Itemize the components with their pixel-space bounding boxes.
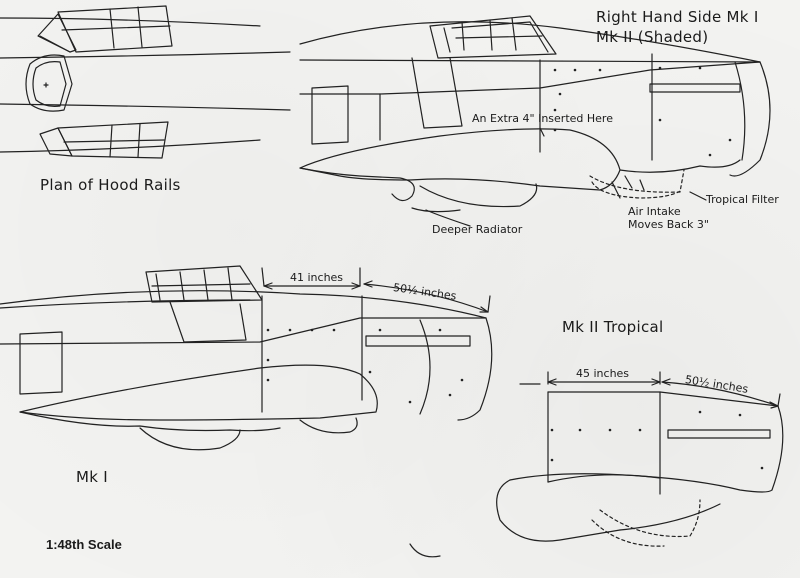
trop-label: Mk II Tropical [562, 318, 664, 336]
plan-hood-lower [39, 121, 169, 159]
plan-windscreen [25, 54, 73, 112]
annotation-radiator: Deeper Radiator [432, 223, 523, 236]
annotation-filter: Tropical Filter [706, 193, 779, 206]
mk1-dim-a: 41 inches [290, 271, 344, 284]
plan-hood-upper [37, 5, 173, 53]
trop-dim-a: 45 inches [576, 367, 630, 380]
dimension-lines [261, 267, 781, 409]
mk1-label: Mk I [76, 468, 109, 486]
annotation-intake-1: Air Intake [628, 205, 681, 218]
mk2-tropical-profile [409, 383, 784, 558]
annotation-extra: An Extra 4" Inserted Here [472, 112, 613, 125]
leader-lines [425, 127, 707, 227]
scale-label: 1:48th Scale [46, 537, 122, 552]
mk1-profile [0, 265, 493, 451]
plan-hood-rails [0, 5, 291, 159]
title-sub: Mk II (Shaded) [596, 28, 709, 46]
title-main: Right Hand Side Mk I [596, 8, 759, 26]
plan-caption: Plan of Hood Rails [40, 176, 181, 194]
annotation-intake-2: Moves Back 3" [628, 218, 709, 231]
mk1-mk2-profile [299, 15, 771, 213]
